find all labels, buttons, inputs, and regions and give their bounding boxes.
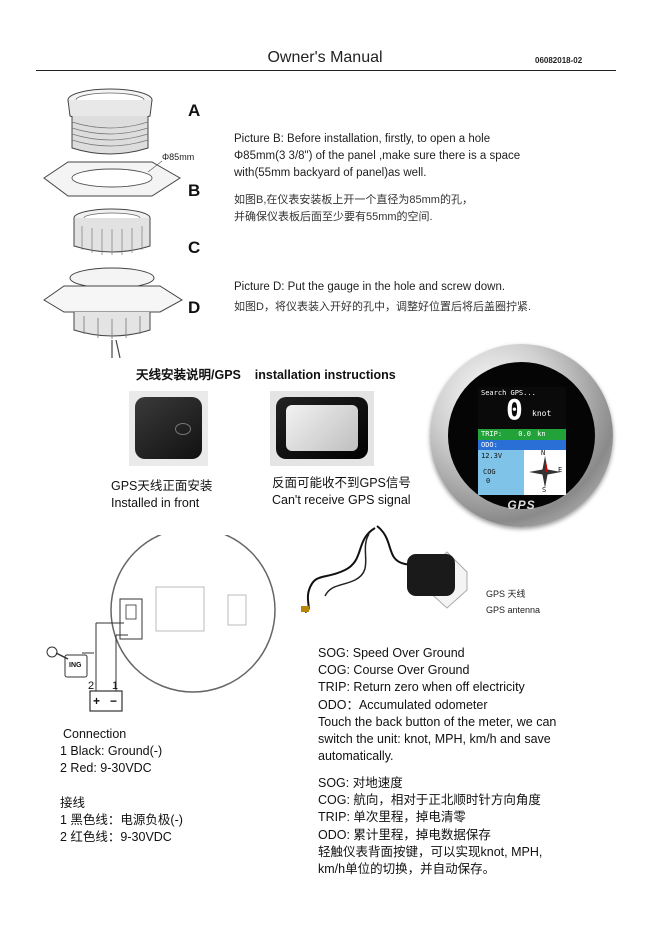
connection-line: 1 Black: Ground(-) bbox=[60, 744, 163, 758]
compass-rose-icon bbox=[529, 456, 561, 488]
wire-pin-2: 2 bbox=[88, 680, 95, 692]
antenna-back-photo bbox=[270, 391, 374, 466]
description-line: ODO：Accumulated odometer bbox=[318, 697, 488, 712]
antenna-back-plate bbox=[286, 405, 358, 451]
ignition-key-icon bbox=[46, 646, 69, 660]
battery-minus: − bbox=[110, 694, 118, 708]
description-cn-line: COG: 航向，相对于正北顺时针方向角度 bbox=[318, 793, 541, 808]
part-letter-b: B bbox=[188, 181, 201, 200]
page-title: Owner's Manual bbox=[267, 49, 383, 66]
header-divider bbox=[36, 70, 616, 71]
caption-line: Installed in front bbox=[111, 496, 200, 510]
description-line: SOG: Speed Over Ground bbox=[318, 646, 465, 660]
antenna-front-photo bbox=[129, 391, 208, 466]
gauge-compass-panel: N E S bbox=[524, 449, 566, 495]
battery-plus: + bbox=[93, 694, 101, 708]
connection-cn-lines: 1 黑色线：电源负极(-) 2 红色线：9-30VDC bbox=[60, 812, 183, 846]
picture-b-cn-line: 如图B,在仪表安装板上开一个直径为85mm的孔， bbox=[234, 194, 473, 206]
connection-cn-line: 1 黑色线：电源负极(-) bbox=[60, 813, 183, 827]
antenna-back-caption: 反面可能收不到GPS信号 Can't receive GPS signal bbox=[272, 475, 411, 509]
installation-parts-illustration bbox=[43, 88, 183, 358]
wire-pin-1: 1 bbox=[112, 680, 119, 692]
part-letter-c: C bbox=[188, 238, 201, 257]
connection-line: 2 Red: 9-30VDC bbox=[60, 761, 152, 775]
picture-b-en-line: with(55mm backyard of panel)as well. bbox=[234, 167, 427, 179]
description-line: switch the unit: knot, MPH, km/h and sav… bbox=[318, 732, 551, 747]
caption-line: GPS天线正面安装 bbox=[111, 479, 213, 493]
connection-cn-title: 接线 bbox=[60, 796, 86, 810]
description-cn-line: TRIP: 单次里程，掉电清零 bbox=[318, 810, 466, 825]
description-cn: SOG: 对地速度 COG: 航向，相对于正北顺时针方向角度 TRIP: 单次里… bbox=[318, 775, 542, 878]
description-line: TRIP: Return zero when off electricity bbox=[318, 680, 525, 695]
picture-d-en: Picture D: Put the gauge in the hole and… bbox=[234, 281, 506, 293]
compass-n: N bbox=[541, 449, 546, 457]
part-c-nut bbox=[73, 208, 151, 255]
gps-gauge: Search GPS... 0 knot TRIP: 0.0 kn ODO: 1… bbox=[430, 344, 613, 527]
gauge-trip-row: TRIP: 0.0 kn bbox=[478, 429, 566, 440]
description-cn-line: SOG: 对地速度 bbox=[318, 776, 403, 790]
antenna-front-caption: GPS天线正面安装 Installed in front bbox=[111, 478, 212, 512]
hole-dimension-label: Φ85mm bbox=[162, 152, 195, 162]
gps-antenna-label-en: GPS antenna bbox=[486, 605, 541, 615]
picture-b-en-line: Picture B: Before installation, firstly,… bbox=[234, 133, 491, 145]
picture-b-en-line: Φ85mm(3 3/8") of the panel ,make sure th… bbox=[234, 150, 521, 162]
connection-cn-line: 2 红色线：9-30VDC bbox=[60, 830, 172, 844]
description-line: COG: Course Over Ground bbox=[318, 663, 470, 678]
gauge-odo-label: ODO: bbox=[478, 440, 566, 450]
part-b-panel bbox=[43, 160, 181, 197]
description-line: automatically. bbox=[318, 749, 394, 764]
part-letter-d: D bbox=[188, 298, 201, 317]
part-letter-a: A bbox=[188, 101, 201, 120]
part-d-assembled bbox=[43, 267, 183, 358]
antenna-front-body bbox=[135, 397, 202, 459]
antenna-section-title: 天线安装说明/GPS installation instructions bbox=[136, 368, 396, 382]
description-en: SOG: Speed Over Ground COG: Course Over … bbox=[318, 645, 556, 765]
connection-lines: 1 Black: Ground(-) 2 Red: 9-30VDC bbox=[60, 743, 162, 777]
antenna-logo-icon bbox=[175, 423, 191, 435]
caption-line: Can't receive GPS signal bbox=[272, 493, 411, 507]
gauge-cog-label: COG bbox=[483, 468, 496, 476]
picture-b-cn: 如图B,在仪表安装板上开一个直径为85mm的孔， 并确保仪表板后面至少要有55m… bbox=[234, 192, 473, 226]
picture-b-cn-line: 并确保仪表板后面至少要有55mm的空间. bbox=[234, 211, 433, 223]
description-line: Touch the back button of the meter, we c… bbox=[318, 714, 557, 729]
gauge-cog-value: 0 bbox=[486, 477, 491, 485]
caption-line: 反面可能收不到GPS信号 bbox=[272, 476, 411, 490]
description-cn-line: ODO: 累计里程，掉电数据保存 bbox=[318, 827, 491, 842]
gauge-brand-logo: GPS bbox=[507, 498, 536, 512]
connection-title: Connection bbox=[63, 727, 127, 741]
description-cn-line: km/h单位的切换，并自动保存。 bbox=[318, 862, 496, 877]
gauge-screen: Search GPS... 0 knot TRIP: 0.0 kn ODO: 1… bbox=[478, 387, 566, 495]
gauge-back-wiring-diagram bbox=[46, 535, 276, 712]
gauge-speed: 0 bbox=[506, 393, 523, 426]
gauge-trip-unit: kn bbox=[537, 430, 546, 438]
document-code: 06082018-02 bbox=[535, 56, 583, 65]
description-cn-line: 轻触仪表背面按键，可以实现knot, MPH, bbox=[318, 844, 543, 859]
part-a-bezel bbox=[67, 88, 153, 155]
compass-e: E bbox=[558, 466, 563, 474]
gauge-left-panel: 12.3V COG 0 bbox=[478, 450, 524, 495]
gps-antenna-cable-photo bbox=[301, 525, 468, 613]
picture-b-en: Picture B: Before installation, firstly,… bbox=[234, 131, 520, 182]
gauge-search-text: Search GPS... bbox=[481, 389, 536, 397]
gps-antenna-label-cn: GPS 天线 bbox=[486, 589, 526, 599]
gauge-trip-value: 0.0 bbox=[518, 430, 531, 438]
ignition-label: ING bbox=[69, 662, 82, 669]
gauge-voltage: 12.3V bbox=[481, 452, 503, 460]
compass-s: S bbox=[542, 486, 547, 494]
picture-d-cn: 如图D，将仪表装入开好的孔中，调整好位置后将后盖圈拧紧. bbox=[234, 301, 531, 313]
gauge-speed-unit: knot bbox=[532, 409, 552, 418]
gauge-trip-label: TRIP: bbox=[481, 430, 503, 438]
gauge-face: Search GPS... 0 knot TRIP: 0.0 kn ODO: 1… bbox=[448, 362, 595, 512]
